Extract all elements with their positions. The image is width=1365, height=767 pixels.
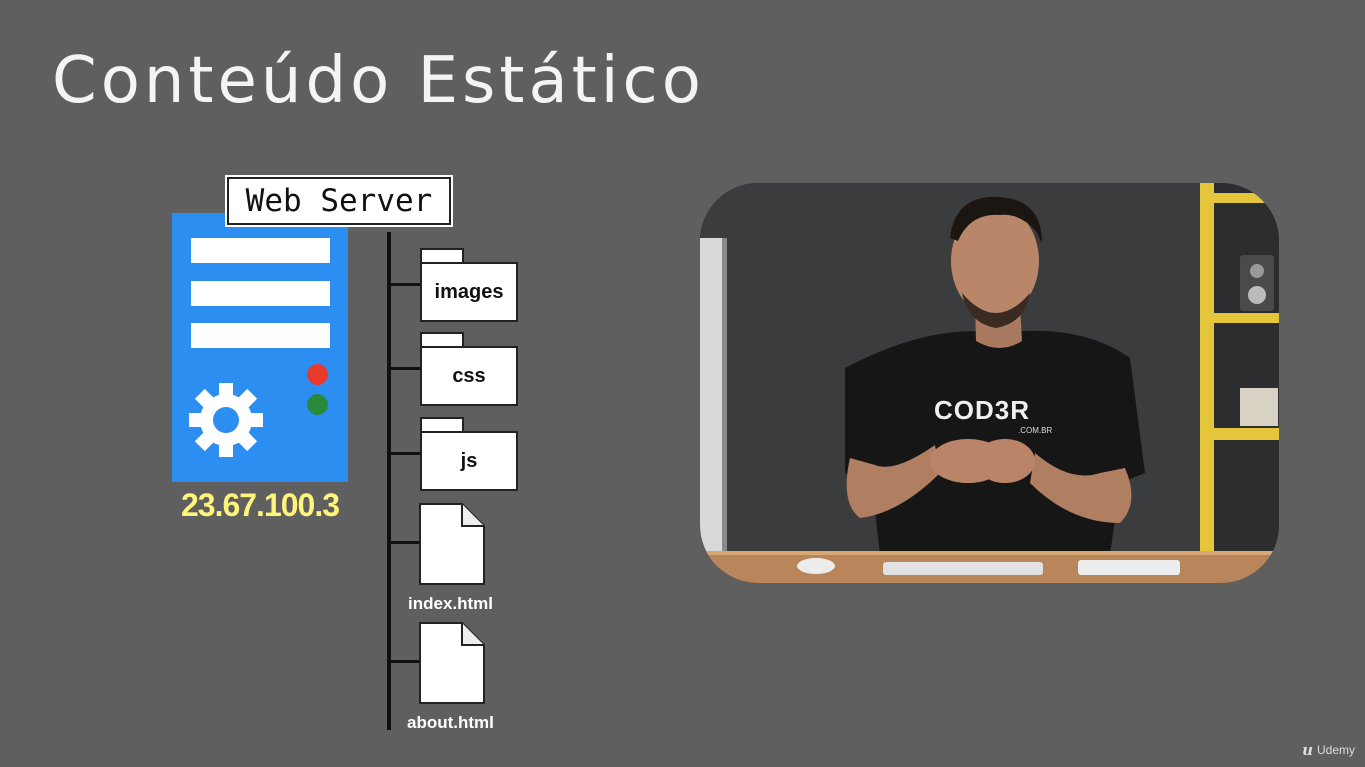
slide-title: Conteúdo Estático: [52, 44, 705, 118]
server-bar: [191, 323, 330, 348]
server-ip: 23.67.100.3: [180, 487, 340, 523]
gear-icon: [189, 383, 263, 457]
web-server-label: Web Server: [227, 177, 451, 225]
server-bar: [191, 238, 330, 263]
folder-js: js: [420, 417, 518, 491]
tree-branch: [391, 660, 419, 663]
tree-branch: [391, 541, 419, 544]
green-led: [307, 394, 328, 415]
folder-tab: [420, 332, 464, 348]
red-led: [307, 364, 328, 385]
file-name-about: about.html: [407, 713, 494, 732]
folder-tab: [420, 417, 464, 433]
tree-branch: [391, 283, 421, 286]
presenter-scene: COD3R .COM.BR: [700, 183, 1279, 583]
file-icon: [419, 503, 485, 585]
udemy-watermark-text: Udemy: [1316, 743, 1355, 757]
folder-label: js: [420, 431, 518, 491]
server-bar: [191, 281, 330, 306]
file-name-index: index.html: [408, 594, 494, 613]
shirt-logo-sub: .COM.BR: [1018, 426, 1052, 435]
file-icon: [419, 622, 485, 704]
folder-css: css: [420, 332, 518, 406]
tree-branch: [391, 367, 421, 370]
tree-branch: [391, 452, 421, 455]
folder-label: css: [420, 346, 518, 406]
folder-images: images: [420, 248, 518, 322]
udemy-watermark: u Udemy: [1302, 741, 1355, 759]
server-icon: [172, 213, 348, 482]
presenter-video: COD3R .COM.BR: [700, 183, 1279, 583]
folder-tab: [420, 248, 464, 264]
shirt-logo: COD3R: [934, 395, 1030, 425]
udemy-logo-icon: u: [1302, 741, 1313, 759]
tree-trunk: [387, 232, 391, 730]
folder-label: images: [420, 262, 518, 322]
